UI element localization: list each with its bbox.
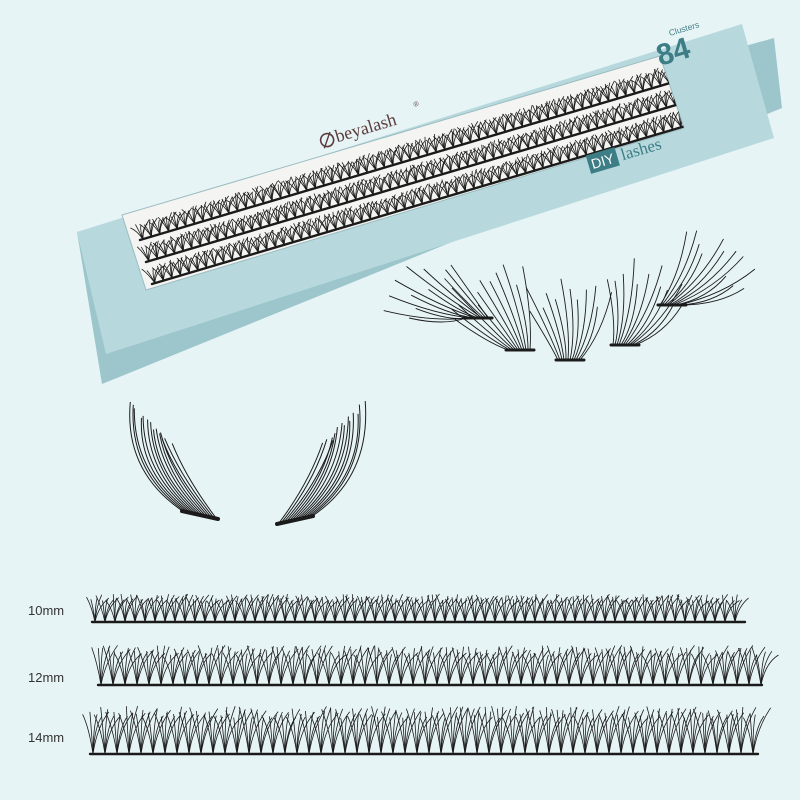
single-cluster-left (129, 401, 220, 521)
registered-mark: ® (413, 99, 421, 108)
single-cluster-right (275, 401, 367, 526)
strip-label-10mm: 10mm (28, 603, 65, 618)
strip-label-12mm: 12mm (28, 670, 65, 685)
lash-strip-14mm (82, 705, 771, 756)
full-lash-band (383, 230, 756, 362)
box-lash-rows (130, 64, 684, 286)
lash-strip-10mm (86, 593, 749, 624)
lash-box: beyalash ® 84 Clusters DIY lashes (77, 19, 782, 384)
box-window (121, 55, 685, 291)
diy-badge-box (585, 147, 620, 174)
lash-strip-12mm (91, 644, 779, 687)
brand-logo-icon (319, 132, 335, 148)
strip-label-14mm: 14mm (28, 730, 65, 745)
diy-badge: DIY (589, 150, 617, 172)
